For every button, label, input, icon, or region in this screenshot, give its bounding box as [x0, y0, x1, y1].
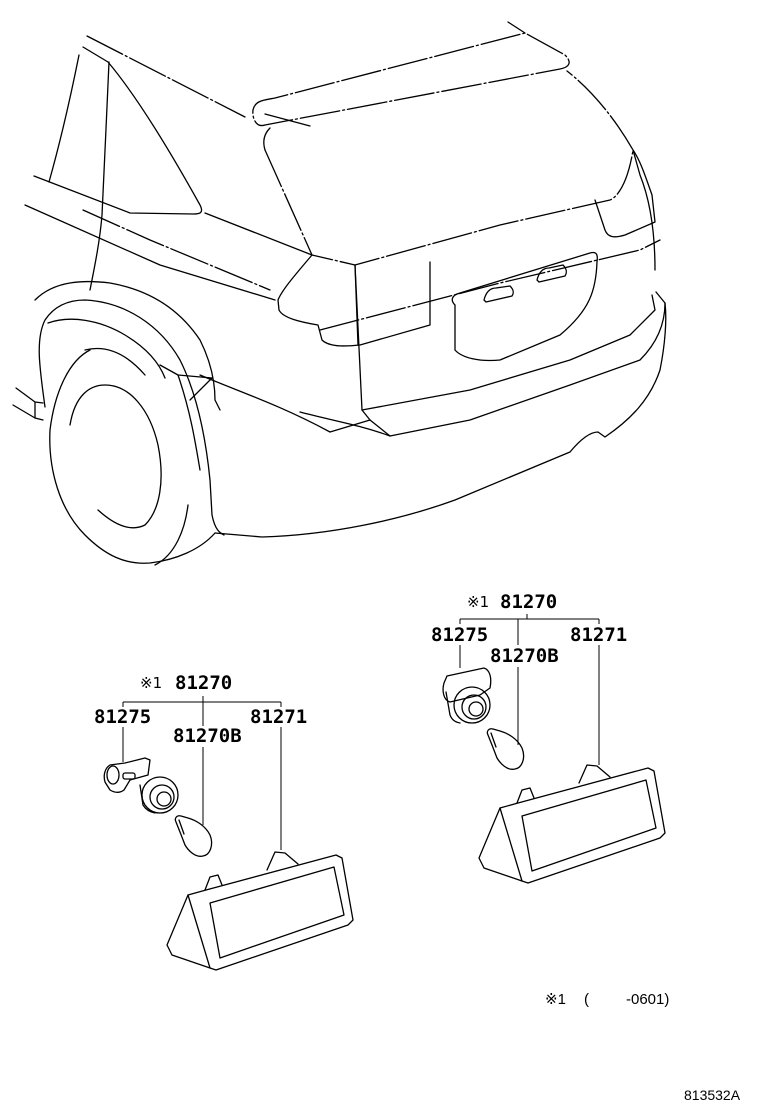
bulb-base: [490, 732, 497, 748]
hatch-crease: [319, 239, 661, 331]
license-lamp-left-on-car: [483, 285, 514, 303]
quarter-window: [33, 46, 203, 215]
lens-side: [166, 894, 211, 969]
bulb-illustration: [174, 815, 213, 857]
spoiler-underside: [264, 113, 311, 127]
left-tail-lamp: [277, 254, 431, 347]
assembly-marker: ※1: [140, 674, 162, 692]
assembly-marker: ※1: [467, 593, 489, 611]
lens-clip-left: [516, 787, 535, 804]
bumper-bottom: [214, 302, 667, 538]
license-plate-recess: [451, 251, 598, 362]
rocker-line: [199, 374, 371, 433]
bulb-base: [178, 819, 185, 835]
footnote-open-paren: (: [584, 991, 589, 1008]
part-number-lens[interactable]: 81271: [570, 624, 627, 646]
footnote: ※1 ( -0601): [545, 991, 669, 1008]
hatch-right-edge: [632, 149, 656, 271]
vehicle-rear-illustration: [12, 21, 667, 566]
lens-illustration: [478, 764, 666, 884]
arch-inner-lip: [47, 318, 166, 379]
fender-upper: [34, 280, 221, 411]
footnote-range: -0601): [626, 991, 669, 1008]
bumper-top: [369, 291, 666, 437]
part-group-right: ※1 81270 81275 81270B 81271: [431, 591, 666, 884]
socket-neck: [139, 784, 156, 814]
hatch-bottom: [361, 294, 656, 411]
spoiler-tip: [507, 21, 526, 34]
part-number-socket[interactable]: 81275: [431, 624, 488, 646]
part-group-left: ※1 81270 81275 81270B 81271: [94, 672, 354, 971]
side-step-bottom: [12, 404, 44, 421]
bumper-side-crease: [299, 411, 391, 437]
part-number-lens[interactable]: 81271: [250, 706, 307, 728]
body-side-line: [24, 204, 276, 301]
socket-hole: [468, 701, 484, 717]
part-number-bulb[interactable]: 81270B: [173, 725, 242, 747]
socket-body: [103, 757, 151, 793]
license-lamp-right-on-car: [536, 264, 567, 283]
socket-tab: [122, 772, 136, 780]
lens-side: [478, 807, 523, 882]
wheel-rim: [69, 384, 162, 529]
quarter-panel-edge: [89, 61, 110, 291]
socket-ring: [149, 784, 175, 810]
assembly-part-number[interactable]: 81270: [500, 591, 557, 613]
bulb-glass: [174, 815, 213, 857]
footnote-marker: ※1: [545, 991, 566, 1008]
socket-connector: [106, 765, 120, 785]
mudflap-edge: [189, 377, 213, 401]
side-step-top: [15, 387, 44, 404]
socket-illustration: [103, 757, 179, 814]
tire-sidewall: [154, 504, 189, 566]
lens-frame: [499, 767, 666, 884]
socket-ring: [461, 694, 487, 720]
belt-line: [204, 212, 313, 256]
roof-line: [86, 35, 246, 118]
lens-face: [521, 779, 657, 872]
assembly-bracket: [122, 696, 282, 707]
lens-face: [209, 866, 345, 959]
d-pillar-edge: [48, 54, 80, 183]
socket-illustration: [442, 667, 492, 724]
lens-clip-right: [266, 851, 299, 871]
lens-frame: [187, 854, 354, 971]
rear-spoiler: [252, 32, 570, 127]
socket-hole: [156, 791, 172, 807]
socket-neck: [445, 691, 461, 724]
socket-body: [442, 667, 492, 703]
tire-outer: [49, 349, 216, 564]
illustration-id: 813532A: [684, 1087, 741, 1103]
assembly-bracket: [459, 614, 600, 624]
socket-flange: [453, 686, 491, 724]
tire-tread-top: [84, 347, 146, 376]
lens-clip-left: [204, 874, 223, 891]
assembly-part-number[interactable]: 81270: [175, 672, 232, 694]
part-number-socket[interactable]: 81275: [94, 706, 151, 728]
lens-clip-right: [578, 764, 611, 784]
right-tail-lamp: [594, 149, 656, 238]
lens-illustration: [166, 851, 354, 971]
bulb-illustration: [486, 728, 525, 770]
part-number-bulb[interactable]: 81270B: [490, 645, 559, 667]
socket-flange: [141, 776, 179, 814]
bulb-glass: [486, 728, 525, 770]
rear-window: [264, 70, 634, 266]
wheel-arch: [38, 299, 225, 536]
rear-window-corner: [263, 127, 271, 151]
arch-edge: [177, 374, 201, 471]
body-crease: [82, 209, 271, 291]
